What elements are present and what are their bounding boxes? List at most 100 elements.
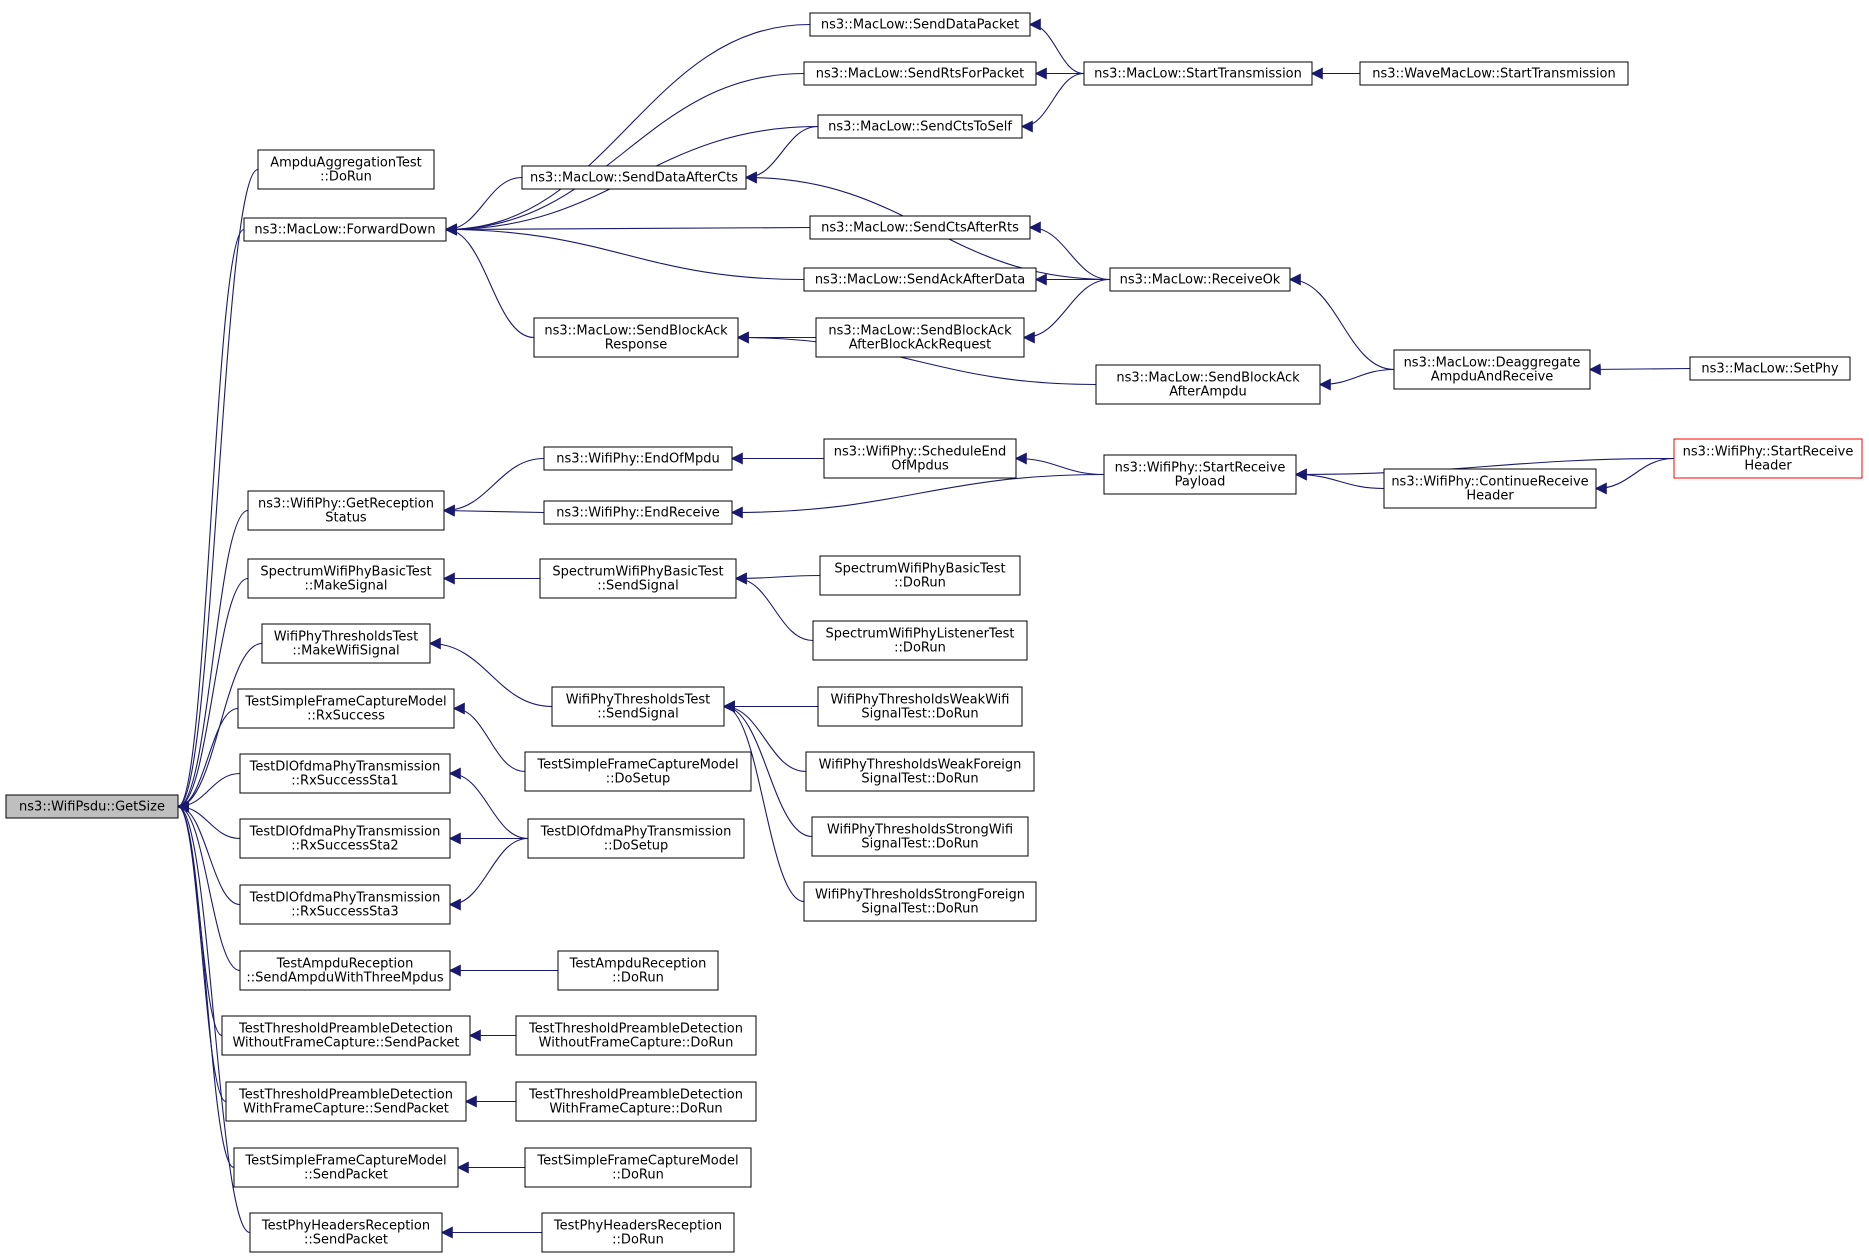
- node-box: [239, 884, 451, 925]
- node-sbaabar[interactable]: ns3::MacLow::SendBlockAckAfterBlockAckRe…: [815, 317, 1025, 358]
- node-wtss[interactable]: WifiPhyThresholdsTest::SendSignal: [551, 686, 725, 727]
- node-label: ns3::MacLow::SendDataPacket: [821, 18, 1019, 33]
- edge-wtwfo-to-wtss: [722, 700, 807, 773]
- node-label: SpectrumWifiPhyBasicTest: [834, 562, 1005, 577]
- node-srts[interactable]: ns3::MacLow::SendRtsForPacket: [803, 61, 1037, 86]
- node-tphdr[interactable]: TestPhyHeadersReception::DoRun: [541, 1212, 735, 1253]
- node-sdac[interactable]: ns3::MacLow::SendDataAfterCts: [521, 165, 747, 190]
- node-ttpdwodr[interactable]: TestThresholdPreambleDetectionWithoutFra…: [515, 1015, 757, 1056]
- node-dl1[interactable]: TestDlOfdmaPhyTransmission::RxSuccessSta…: [239, 753, 451, 794]
- node-er[interactable]: ns3::WifiPhy::EndReceive: [543, 500, 733, 525]
- node-box: [817, 686, 1023, 727]
- node-label: ns3::MacLow::SendCtsAfterRts: [821, 221, 1019, 236]
- node-box: [1393, 349, 1591, 390]
- node-dl2[interactable]: TestDlOfdmaPhyTransmission::RxSuccessSta…: [239, 818, 451, 859]
- node-label: TestDlOfdmaPhyTransmission: [540, 825, 732, 840]
- node-tarsend[interactable]: TestAmpduReception::SendAmpduWithThreeMp…: [239, 950, 451, 991]
- node-scar[interactable]: ns3::MacLow::SendCtsAfterRts: [809, 215, 1031, 240]
- node-ttpdwo[interactable]: TestThresholdPreambleDetectionWithoutFra…: [221, 1015, 471, 1056]
- node-box: [515, 1081, 757, 1122]
- node-label: Response: [605, 338, 667, 353]
- node-wtwfo[interactable]: WifiPhyThresholdsWeakForeignSignalTest::…: [805, 751, 1035, 792]
- node-label: ns3::MacLow::ReceiveOk: [1120, 273, 1281, 288]
- node-rok[interactable]: ns3::MacLow::ReceiveOk: [1109, 267, 1291, 292]
- node-label: ns3::WifiPhy::StartReceive: [1115, 461, 1286, 476]
- node-box: [533, 317, 739, 358]
- node-ttpdwdr[interactable]: TestThresholdPreambleDetectionWithFrameC…: [515, 1081, 757, 1122]
- node-tsfcrx[interactable]: TestSimpleFrameCaptureModel::RxSuccess: [237, 688, 455, 729]
- node-sph[interactable]: ns3::MacLow::SetPhy: [1689, 356, 1851, 381]
- node-wtwwf[interactable]: WifiPhyThresholdsWeakWifiSignalTest::DoR…: [817, 686, 1023, 727]
- edge-srh-to-crh: [1594, 457, 1675, 495]
- node-label: TestThresholdPreambleDetection: [238, 1088, 453, 1103]
- nodes-layer: ns3::WifiPsdu::GetSize AmpduAggregationTe…: [5, 12, 1863, 1253]
- node-label: WithFrameCapture::DoRun: [549, 1102, 722, 1117]
- node-tardr[interactable]: TestAmpduReception::DoRun: [557, 950, 719, 991]
- node-tsfcdr[interactable]: TestSimpleFrameCaptureModel::DoRun: [524, 1147, 752, 1188]
- node-wtsfo[interactable]: WifiPhyThresholdsStrongForeignSignalTest…: [803, 881, 1037, 922]
- node-box: [543, 446, 733, 471]
- node-label: TestPhyHeadersReception: [553, 1219, 722, 1234]
- node-scts[interactable]: ns3::MacLow::SendCtsToSelf: [817, 114, 1023, 139]
- node-label: ns3::WifiPsdu::GetSize: [19, 800, 165, 815]
- edge-tsfcsp-to-root: [176, 800, 235, 1169]
- node-label: ::DoRun: [612, 1168, 664, 1183]
- node-saad[interactable]: ns3::MacLow::SendAckAfterData: [803, 267, 1037, 292]
- node-swldr[interactable]: SpectrumWifiPhyListenerTest::DoRun: [812, 620, 1028, 661]
- edge-dlds-to-dl3: [448, 837, 529, 911]
- node-box: [1095, 364, 1321, 405]
- node-box: [524, 1147, 752, 1188]
- node-label: TestSimpleFrameCaptureModel: [244, 695, 446, 710]
- node-box: [239, 818, 451, 859]
- node-tsfcsp[interactable]: TestSimpleFrameCaptureModel::SendPacket: [233, 1147, 459, 1188]
- node-swbms[interactable]: SpectrumWifiPhyBasicTest::MakeSignal: [247, 558, 445, 599]
- node-root[interactable]: ns3::WifiPsdu::GetSize: [5, 794, 179, 819]
- node-label: WifiPhyThresholdsStrongWifi: [827, 823, 1013, 838]
- node-label: WifiPhyThresholdsWeakForeign: [819, 758, 1022, 773]
- edge-sbaaa-to-sbar: [736, 331, 1097, 386]
- node-box: [557, 950, 719, 991]
- node-wst[interactable]: ns3::WaveMacLow::StartTransmission: [1359, 61, 1629, 86]
- node-ampdu[interactable]: AmpduAggregationTest::DoRun: [257, 149, 435, 190]
- node-eom[interactable]: ns3::WifiPhy::EndOfMpdu: [543, 446, 733, 471]
- node-box: [247, 558, 445, 599]
- node-wtswf[interactable]: WifiPhyThresholdsStrongWifiSignalTest::D…: [811, 816, 1029, 857]
- node-ttpdw[interactable]: TestThresholdPreambleDetectionWithFrameC…: [225, 1081, 467, 1122]
- node-tsfcds[interactable]: TestSimpleFrameCaptureModel::DoSetup: [524, 751, 752, 792]
- node-box: [1689, 356, 1851, 381]
- node-st[interactable]: ns3::MacLow::StartTransmission: [1083, 61, 1313, 86]
- node-label: ::SendPacket: [304, 1168, 388, 1183]
- node-wtmws[interactable]: WifiPhyThresholdsTest::MakeWifiSignal: [261, 623, 431, 664]
- node-label: Payload: [1175, 475, 1226, 490]
- node-label: ns3::MacLow::SendAckAfterData: [815, 273, 1025, 288]
- edge-st-to-sdp: [1028, 18, 1085, 75]
- node-box: [249, 1212, 443, 1253]
- edge-grs-to-root: [176, 509, 249, 813]
- node-fwd[interactable]: ns3::MacLow::ForwardDown: [243, 217, 447, 242]
- node-tphsp[interactable]: TestPhyHeadersReception::SendPacket: [249, 1212, 443, 1253]
- node-label: TestDlOfdmaPhyTransmission: [249, 825, 441, 840]
- node-box: [243, 217, 447, 242]
- node-label: ::DoSetup: [604, 839, 669, 854]
- node-box: [521, 165, 747, 190]
- edge-crh-to-srp: [1294, 468, 1385, 490]
- node-label: ::DoRun: [612, 1233, 664, 1248]
- node-label: ::SendSignal: [597, 707, 678, 722]
- node-label: ns3::MacLow::SendBlockAck: [544, 324, 728, 339]
- node-box: [541, 1212, 735, 1253]
- node-dl3[interactable]: TestDlOfdmaPhyTransmission::RxSuccessSta…: [239, 884, 451, 925]
- node-dlds[interactable]: TestDlOfdmaPhyTransmission::DoSetup: [527, 818, 745, 859]
- node-label: ns3::WifiPhy::ContinueReceive: [1391, 475, 1588, 490]
- node-sdp[interactable]: ns3::MacLow::SendDataPacket: [809, 12, 1031, 37]
- node-box: [803, 61, 1037, 86]
- node-swbdr[interactable]: SpectrumWifiPhyBasicTest::DoRun: [819, 555, 1021, 596]
- node-swbss[interactable]: SpectrumWifiPhyBasicTest::SendSignal: [539, 558, 737, 599]
